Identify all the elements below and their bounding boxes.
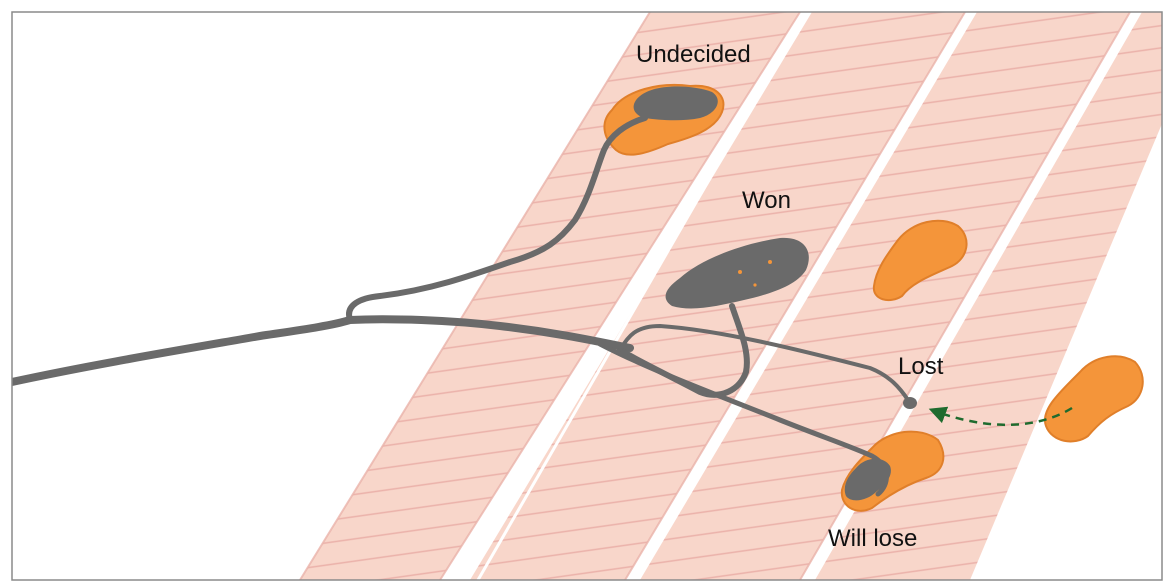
synapse-lost [1045,356,1143,441]
label-undecided: Undecided [636,41,751,68]
label-will-lose: Will lose [828,525,917,552]
label-won: Won [742,187,791,214]
label-lost: Lost [898,353,944,380]
terminal-lost [903,397,917,409]
